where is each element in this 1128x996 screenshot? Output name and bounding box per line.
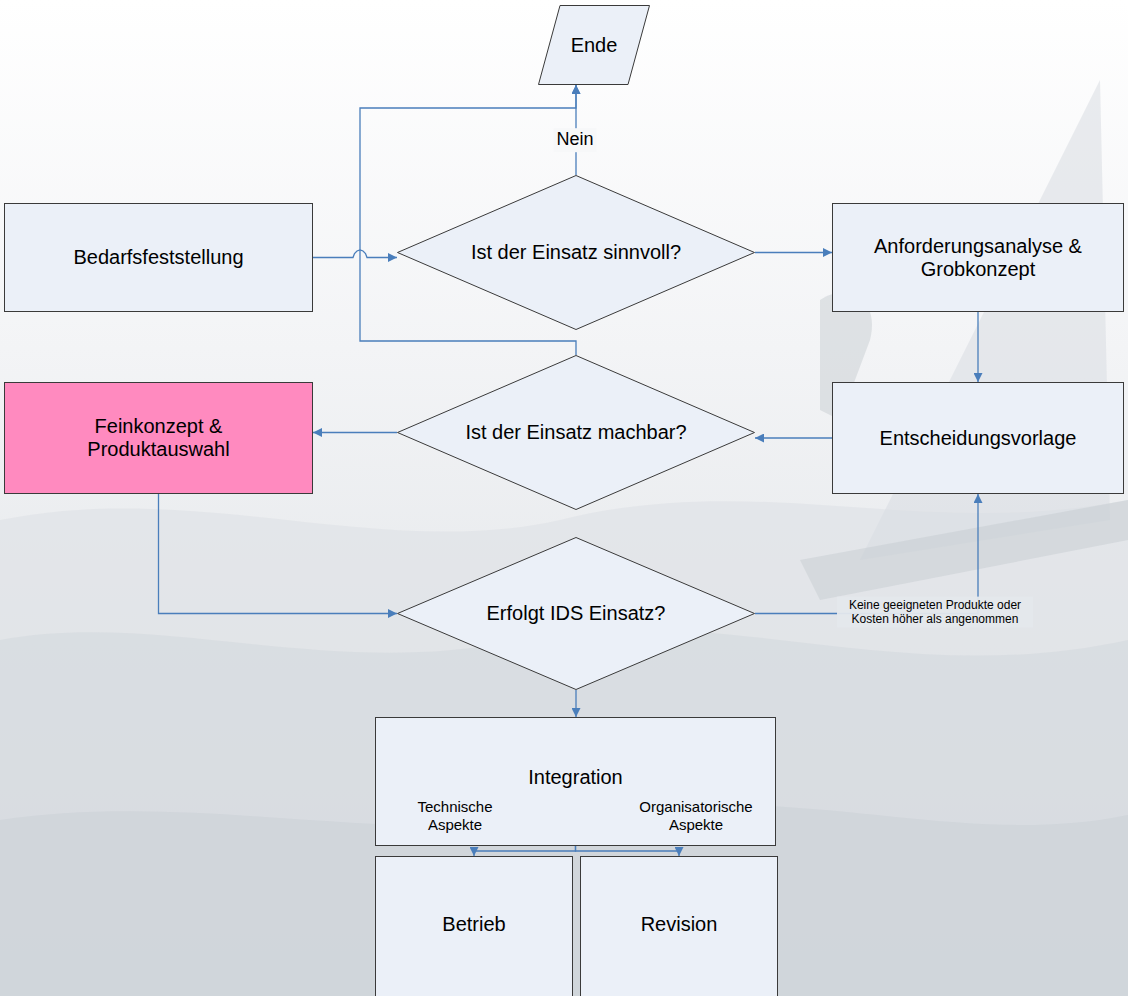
flow-connector [755, 437, 832, 438]
end-terminal: Ende [538, 5, 650, 85]
node-label: Ist der Einsatz sinnvoll? [471, 241, 681, 264]
shape-fill [539, 6, 650, 85]
integration-box: IntegrationTechnische Aspekte Organisator… [375, 717, 776, 846]
node-label: Betrieb [442, 913, 505, 936]
flow-connector [313, 432, 397, 433]
edge-label: Keine geeigneten Produkte oder Kosten hö… [837, 597, 1033, 628]
node-content: Erfolgt IDS Einsatz? [397, 537, 755, 690]
shape-fill [398, 356, 755, 510]
node-content: Betrieb [376, 857, 572, 996]
node-content: Anforderungsanalyse & Grobkonzept [833, 204, 1123, 311]
flow-connector [313, 250, 397, 258]
process-box: Bedarfsfeststellung [4, 203, 313, 312]
flow-connector [474, 846, 576, 856]
decision-diamond: Erfolgt IDS Einsatz? [397, 537, 755, 690]
process-box: Betrieb [375, 856, 573, 996]
flow-connector [755, 494, 978, 614]
node-label: Entscheidungsvorlage [880, 427, 1077, 450]
node-label: Ende [571, 34, 618, 57]
node-heading: Integration [528, 766, 623, 789]
flow-connector [575, 690, 576, 717]
node-label: Erfolgt IDS Einsatz? [487, 602, 666, 625]
aspect-label: Technische Aspekte [390, 798, 520, 834]
node-label: Revision [641, 913, 718, 936]
flow-connector [755, 252, 832, 253]
process-box: Entscheidungsvorlage [832, 382, 1124, 494]
node-label: Ist der Einsatz machbar? [465, 421, 686, 444]
aspect-row: Technische Aspekte Organisatorische Aspek… [376, 798, 775, 834]
process-box: Revision [580, 856, 778, 996]
node-label: Bedarfsfeststellung [73, 246, 243, 269]
node-content: Entscheidungsvorlage [833, 383, 1123, 493]
node-label: Anforderungsanalyse & Grobkonzept [853, 235, 1103, 281]
shape-fill [398, 538, 755, 690]
node-content: Ist der Einsatz sinnvoll? [397, 175, 755, 330]
node-label: Feinkonzept & Produktauswahl [74, 415, 244, 461]
node-content: Feinkonzept & Produktauswahl [5, 383, 312, 493]
flow-connector [977, 312, 978, 382]
shape-fill [398, 176, 755, 330]
flow-connector [576, 846, 680, 856]
highlighted-process-box: Feinkonzept & Produktauswahl [4, 382, 313, 494]
node-content: Ist der Einsatz machbar? [397, 355, 755, 510]
boat-hull [800, 500, 1128, 600]
node-content: Bedarfsfeststellung [5, 204, 312, 311]
node-content: IntegrationTechnische Aspekte Organisator… [376, 718, 775, 845]
node-content: Revision [581, 857, 777, 996]
edge-label: Nein [553, 128, 596, 152]
decision-diamond: Ist der Einsatz machbar? [397, 355, 755, 510]
flow-connector [159, 494, 398, 614]
node-content: Ende [538, 5, 650, 85]
process-box: Anforderungsanalyse & Grobkonzept [832, 203, 1124, 312]
decision-diamond: Ist der Einsatz sinnvoll? [397, 175, 755, 330]
aspect-label: Organisatorische Aspekte [631, 798, 761, 834]
